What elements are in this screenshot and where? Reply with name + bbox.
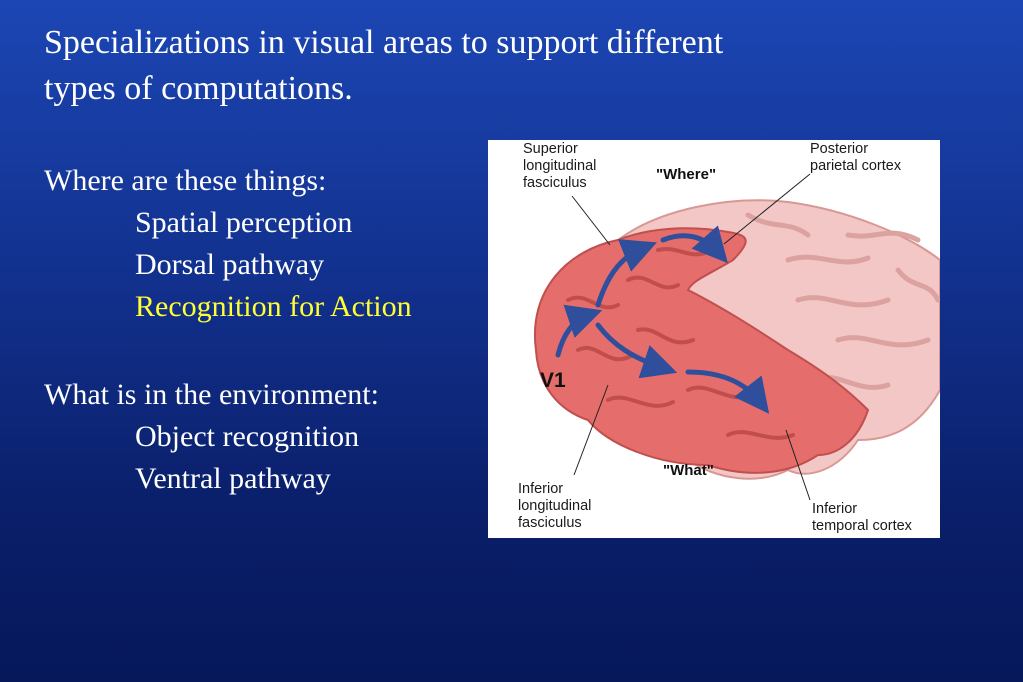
ventral-arrow-1 [595,322,678,379]
label-what: "What" [663,462,714,479]
where-item-dorsal: Dorsal pathway [135,248,325,281]
brain-pathways-figure: Superior longitudinal fasciculus "Where"… [488,140,940,538]
dorsal-arrow-2 [595,239,657,308]
label-slf-3: fasciculus [523,175,587,191]
label-ppc-2: parietal cortex [810,158,902,174]
label-ilf-1: Inferior [518,481,563,497]
title-line-2: types of computations. [44,70,353,107]
where-heading: Where are these things: [44,164,327,197]
leader-lines [571,173,811,501]
label-ppc-1: Posterior [810,141,868,157]
label-ilf-2: longitudinal [518,498,591,514]
where-item-spatial: Spatial perception [135,206,353,239]
label-itc-1: Inferior [812,501,857,517]
slide-title: Specializations in visual areas to suppo… [44,20,884,112]
label-itc-2: temporal cortex [812,518,913,534]
dorsal-arrow-3 [660,225,728,264]
pathway-arrows [555,225,770,414]
dorsal-arrow-1 [555,304,603,358]
what-section: What is in the environment: Object recog… [44,374,379,500]
where-item-action: Recognition for Action [135,290,412,323]
label-ilf-3: fasciculus [518,515,582,531]
cortex-folds [745,212,940,390]
visual-folds [566,246,795,440]
label-v1: V1 [540,369,566,392]
what-item-object: Object recognition [135,420,360,453]
what-heading: What is in the environment: [44,378,379,411]
title-line-1: Specializations in visual areas to suppo… [44,24,724,61]
label-where: "Where" [656,166,716,183]
visual-cortex-highlight [533,227,870,474]
what-item-ventral: Ventral pathway [135,462,331,495]
label-slf-2: longitudinal [523,158,596,174]
label-slf-1: Superior [523,141,578,157]
brain-diagram: Superior longitudinal fasciculus "Where"… [518,141,940,534]
ventral-arrow-2 [685,369,770,414]
where-section: Where are these things: Spatial percepti… [44,160,412,328]
